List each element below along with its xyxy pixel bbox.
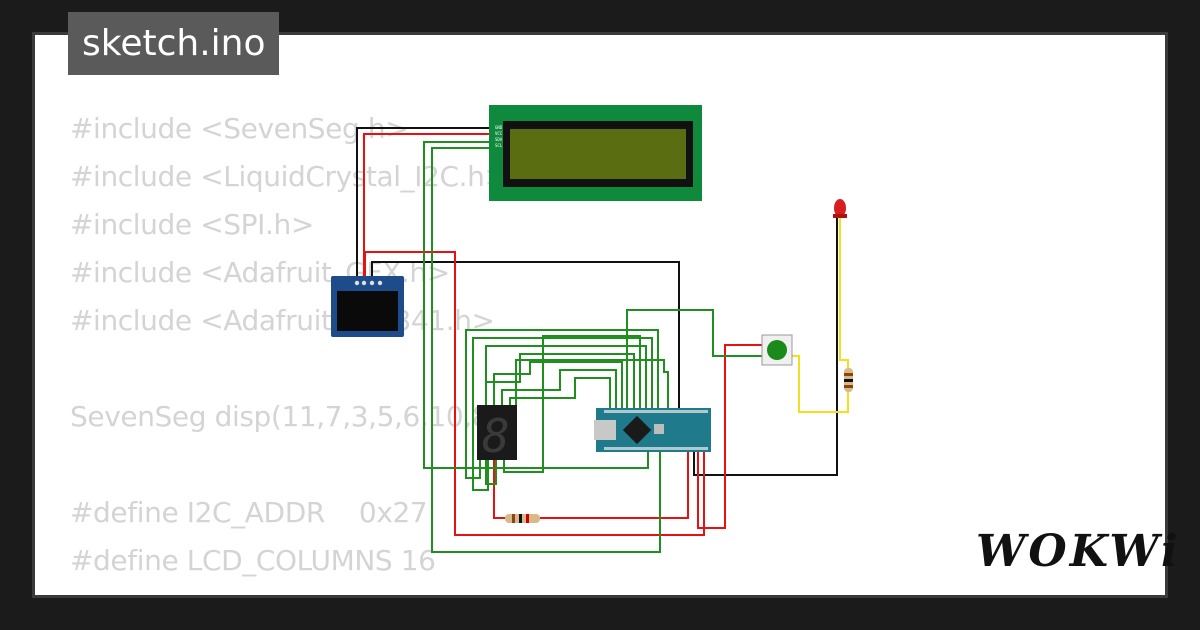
led[interactable]: [833, 199, 847, 218]
code-line: #define LCD_LINES 2: [70, 585, 509, 595]
resistor-band: [844, 379, 853, 382]
code-line: #define I2C_ADDR 0x27: [70, 496, 428, 529]
wokwi-logo: WOKWi: [976, 526, 1181, 577]
resistor-body: [505, 514, 540, 523]
resistor-band: [844, 373, 853, 376]
wire-seg-dp: [509, 377, 611, 410]
led-base: [833, 214, 847, 218]
button-cap: [767, 340, 787, 360]
resistor-seven-seg[interactable]: [505, 514, 540, 523]
resistor-band: [526, 514, 529, 523]
lcd-pin-vcc: VCC: [495, 131, 503, 136]
led-lens: [834, 199, 846, 217]
resistor-band: [512, 514, 515, 523]
wire-seg-a: [465, 329, 659, 479]
lcd-pin-gnd: GND: [495, 125, 503, 130]
wire-seg-extra: [515, 359, 669, 410]
wire-seg-e: [485, 353, 635, 410]
wire-vcc-button: [697, 344, 763, 529]
wire-resistor-button: [788, 355, 849, 413]
oled-pin: [369, 280, 375, 286]
arduino-pin-row: [604, 410, 708, 450]
oled-screen: [337, 291, 398, 331]
wire-seg-g: [501, 369, 617, 410]
code-line: #define LCD_COLUMNS 16: [70, 544, 436, 577]
wire-resistor-arduino: [540, 450, 689, 519]
wire-seven-seg-resistor: [493, 460, 505, 519]
wire-vcc-oled-arduino: [364, 251, 705, 536]
usb-connector-icon: [594, 420, 616, 440]
seven-seg-digit: 8: [482, 409, 510, 463]
lcd-pin-labels: GND VCC SDA SCL: [495, 125, 503, 148]
oled-display[interactable]: [331, 276, 404, 337]
crystal: [654, 424, 664, 434]
seven-seg-body: [477, 405, 517, 460]
code-background: #include <SevenSeg.h> #include <LiquidCr…: [70, 105, 509, 595]
oled-pin: [377, 280, 383, 286]
arduino-nano[interactable]: [594, 408, 711, 452]
wire-sda-lcd: [423, 141, 649, 469]
wire-button-arduino: [626, 309, 763, 410]
wire-gnd-arduino-led: [693, 218, 838, 476]
wire-vcc-lcd-oled: [363, 133, 491, 290]
seven-segment-display[interactable]: 8: [477, 405, 517, 463]
resistor-band: [844, 385, 853, 388]
lcd-display[interactable]: GND VCC SDA SCL: [489, 105, 702, 201]
resistor-band: [519, 514, 522, 523]
oled-pin: [361, 280, 367, 286]
microcontroller-chip: [622, 415, 652, 445]
pushbutton[interactable]: [761, 334, 793, 366]
wire-led-resistor: [839, 218, 849, 368]
lcd-pin-sda: SDA: [495, 137, 503, 142]
file-tab: sketch.ino: [68, 12, 280, 75]
wire-scl-lcd: [431, 147, 661, 553]
lcd-pin-scl: SCL: [495, 143, 503, 148]
wire-gnd-lcd-oled: [356, 127, 491, 290]
wire-seg-f: [493, 361, 623, 410]
lcd-screen: [510, 129, 686, 179]
oled-pin: [354, 280, 360, 286]
code-line: #include <LiquidCrystal_I2C.h>: [70, 160, 508, 193]
resistor-led[interactable]: [844, 368, 853, 392]
code-line: SevenSeg disp(11,7,3,5,6,10,8);: [70, 400, 509, 433]
code-line: #include <SPI.h>: [70, 208, 314, 241]
wire-seg-d: [503, 335, 641, 473]
